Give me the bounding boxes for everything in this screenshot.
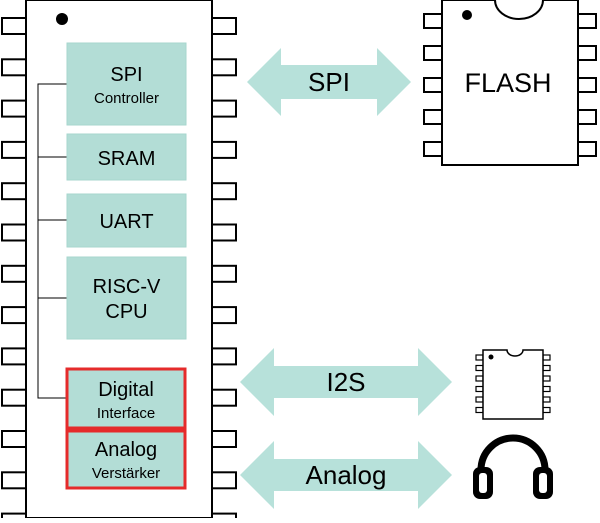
mcu-pin-right-12	[211, 471, 237, 490]
flash-pin-left-4	[423, 109, 443, 125]
analog-arrow	[240, 441, 452, 509]
block-analog-amplifier: Analog Verstärker	[65, 429, 187, 490]
block-digital-interface-label: Digital	[98, 379, 154, 401]
dac-chip-body	[482, 349, 544, 420]
i2s-arrow-label: I2S	[326, 367, 365, 397]
mcu-pin-left-7	[1, 264, 27, 283]
mcu-pin-left-6	[1, 223, 27, 242]
flash-pin-left-1	[423, 13, 443, 29]
flash-label: FLASH	[464, 68, 551, 98]
dac-chip-pin1-marker	[488, 354, 494, 360]
dac-chip	[475, 349, 551, 420]
block-spi-controller: SPI Controller	[66, 42, 187, 126]
internal-bus	[37, 83, 67, 399]
block-analog-amplifier-label: Analog	[95, 439, 157, 461]
mcu-pin-right-8	[211, 306, 237, 325]
block-spi-controller-box	[66, 42, 187, 126]
dac-pin-left-3	[475, 375, 484, 382]
dac-pin-left-5	[475, 396, 484, 403]
mcu-pin-left-4	[1, 140, 27, 159]
headphones-icon	[473, 434, 553, 499]
i2s-arrow	[240, 348, 452, 416]
block-analog-amplifier-box	[65, 429, 187, 490]
block-uart-label: UART	[99, 211, 153, 233]
block-spi-controller-label: SPI	[110, 64, 142, 86]
mcu-pin-right-13	[211, 512, 237, 523]
mcu-pin-left-12	[1, 471, 27, 490]
dac-pin-right-3	[542, 375, 551, 382]
flash-pin-right-5	[577, 141, 597, 157]
mcu-pin-left-5	[1, 182, 27, 201]
mcu-pin-left-11	[1, 430, 27, 448]
mcu-pin-left-2	[1, 58, 27, 77]
block-digital-interface-box	[65, 367, 187, 430]
mcu-pin-right-4	[211, 140, 237, 159]
mcu-pin-left-3	[1, 99, 27, 118]
block-digital-interface: Digital Interface	[65, 367, 187, 430]
mcu-pin-right-6	[211, 223, 237, 242]
block-uart-box	[66, 193, 187, 248]
dac-pin-left-1	[475, 354, 484, 361]
flash-body	[441, 0, 579, 166]
mcu-pin-right-2	[211, 58, 237, 77]
mcu-pin-left-8	[1, 306, 27, 325]
flash-pin-right-3	[577, 77, 597, 93]
block-sram: SRAM	[66, 133, 187, 181]
flash-pin-left-3	[423, 77, 443, 93]
mcu-pin-right-3	[211, 99, 237, 118]
link-i2s: I2S	[240, 348, 452, 416]
dac-pin-right-1	[542, 354, 551, 361]
flash-chip: FLASH	[423, 0, 597, 166]
flash-pins	[423, 13, 597, 157]
block-cpu: RISC-V CPU	[66, 256, 187, 340]
spi-arrow	[247, 48, 411, 116]
mcu-pin-right-5	[211, 182, 237, 201]
block-cpu-box	[66, 256, 187, 340]
mcu-pin-right-1	[211, 17, 237, 35]
mcu-pin-right-10	[211, 388, 237, 407]
mcu-pin-left-1	[1, 17, 27, 35]
dac-pin-left-6	[475, 406, 484, 414]
dac-pin-right-2	[542, 364, 551, 372]
block-sram-box	[66, 133, 187, 181]
flash-pin-right-2	[577, 45, 597, 61]
dac-pin-right-4	[542, 385, 551, 393]
flash-pin-left-5	[423, 141, 443, 157]
dac-pin-right-5	[542, 396, 551, 403]
mcu-pins-left	[1, 17, 27, 523]
dac-pin-left-2	[475, 364, 484, 372]
block-sram-label: SRAM	[98, 148, 156, 170]
link-analog: Analog	[240, 441, 452, 509]
flash-pin1-marker	[462, 10, 472, 20]
mcu-chip: SPI Controller SRAM UART RISC-V CPU Digi…	[1, 0, 237, 523]
mcu-pin-left-10	[1, 388, 27, 407]
link-spi: SPI	[247, 48, 411, 116]
block-spi-controller-sublabel: Controller	[94, 90, 159, 107]
mcu-pin-left-9	[1, 347, 27, 366]
dac-pin-right-6	[542, 406, 551, 414]
headphones-band	[477, 434, 549, 484]
analog-arrow-label: Analog	[306, 460, 387, 490]
flash-pin-right-1	[577, 13, 597, 29]
mcu-pins-right	[211, 17, 237, 523]
block-digital-interface-sublabel: Interface	[97, 405, 155, 422]
mcu-pin-right-9	[211, 347, 237, 366]
block-cpu-label: RISC-V	[93, 276, 161, 298]
flash-pin-right-4	[577, 109, 597, 125]
spi-arrow-label: SPI	[308, 67, 350, 97]
mcu-pin-right-11	[211, 430, 237, 448]
mcu-pin-right-7	[211, 264, 237, 283]
block-uart: UART	[66, 193, 187, 248]
flash-pin-left-2	[423, 45, 443, 61]
pin1-marker	[56, 13, 68, 25]
mcu-pin-left-13	[1, 512, 27, 523]
dac-pin-left-4	[475, 385, 484, 393]
block-cpu-label-2: CPU	[105, 301, 147, 323]
block-analog-amplifier-sublabel: Verstärker	[92, 465, 160, 482]
